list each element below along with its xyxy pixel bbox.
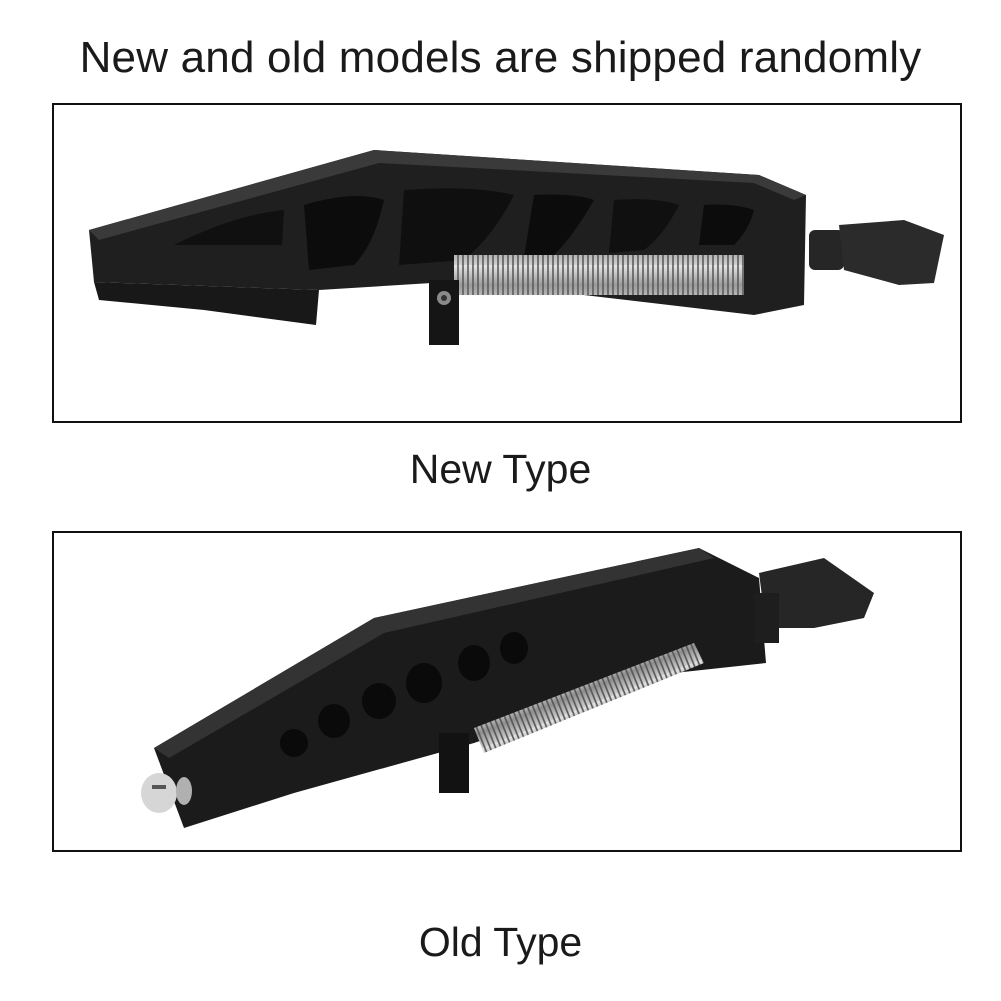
new-type-caption: New Type [409,446,592,492]
new-type-clamp-photo [89,150,944,345]
old-type-image-frame [52,531,962,852]
old-type-caption: Old Type [418,919,583,965]
heading: New and old models are shipped randomly [79,33,922,82]
new-type-image-frame [52,103,962,423]
old-type-clamp-photo [141,548,874,828]
